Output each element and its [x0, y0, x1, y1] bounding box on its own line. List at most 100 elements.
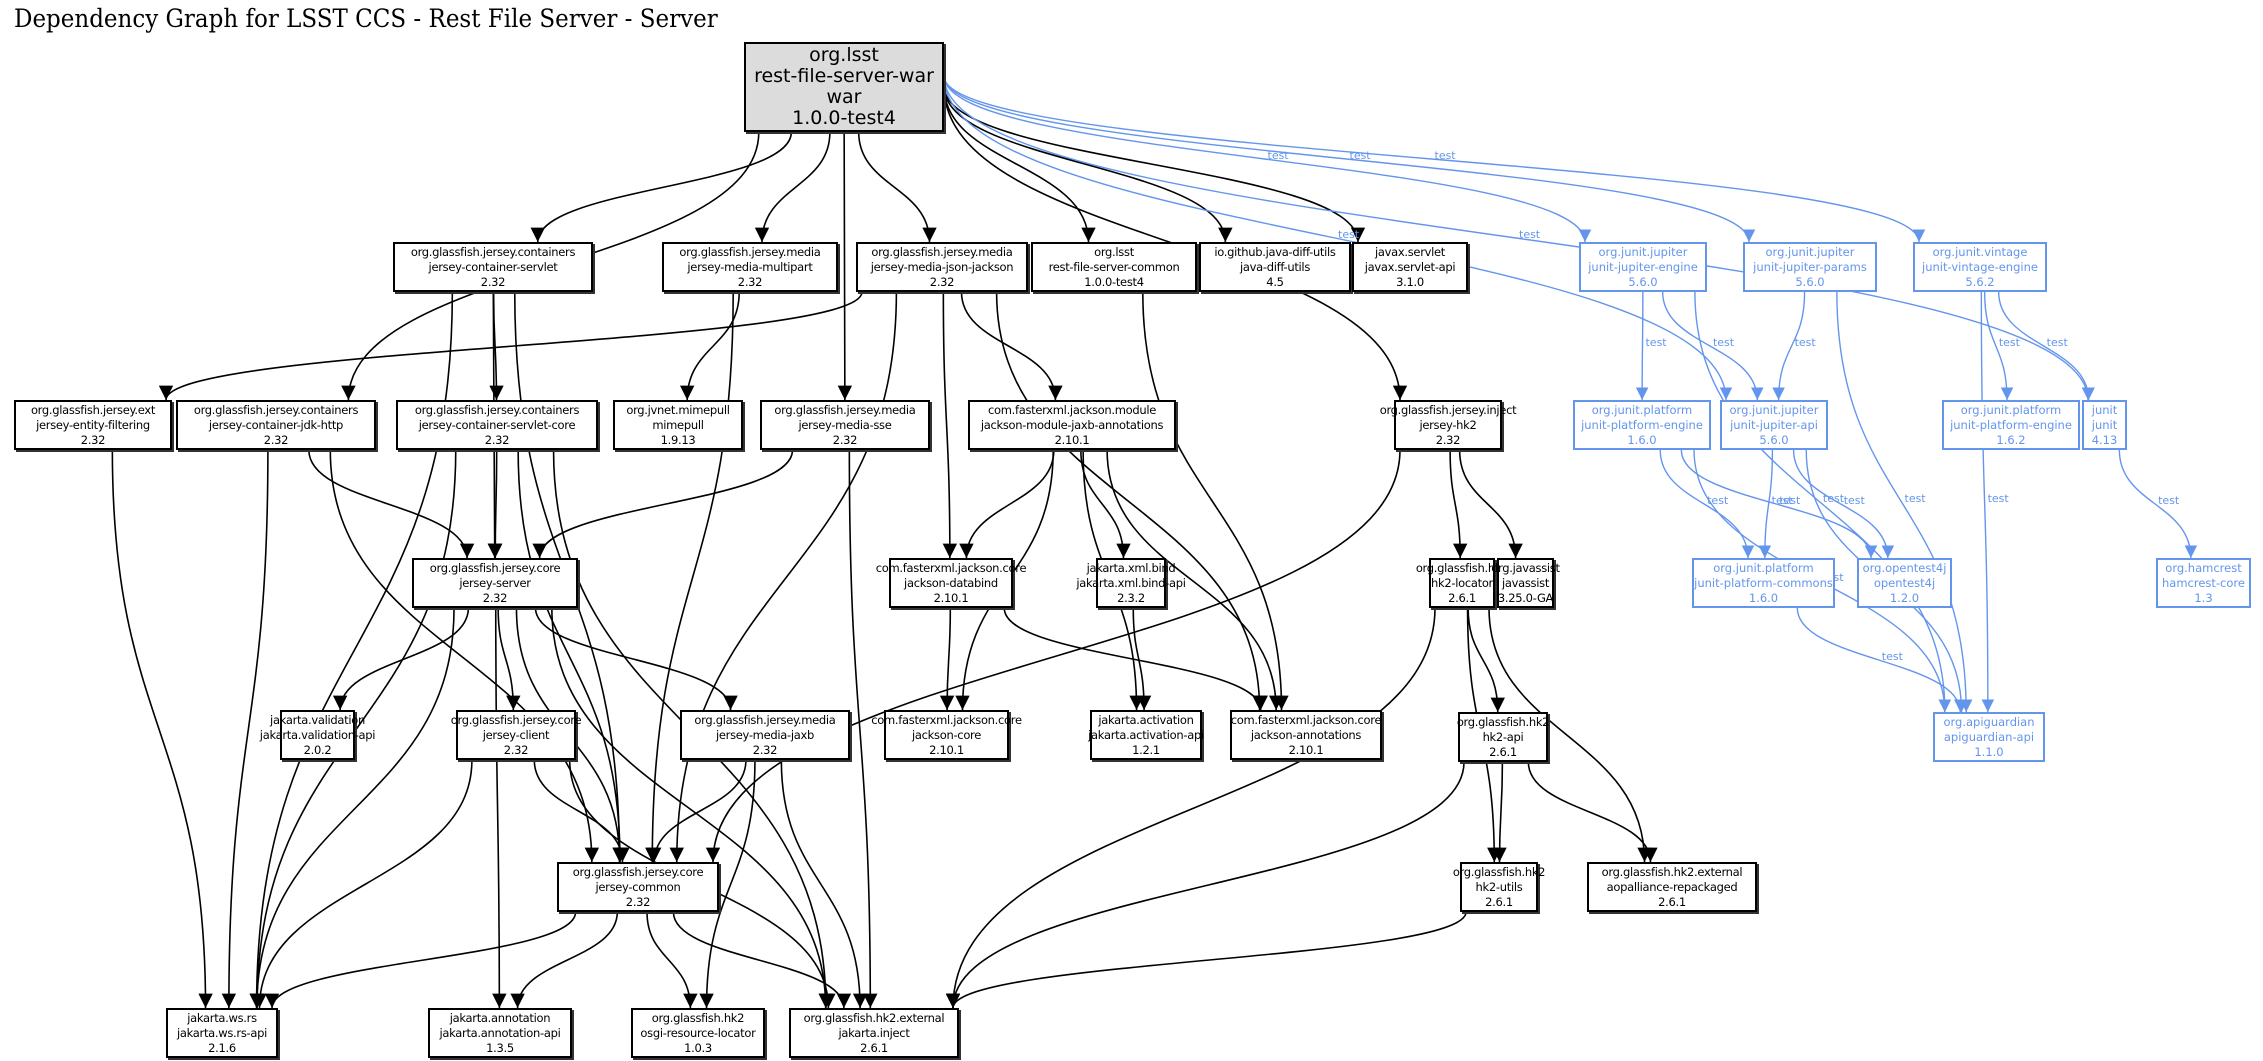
dependency-edge-root-to-servlet	[530, 131, 793, 243]
node-artifact-id: junit-platform-engine	[1950, 417, 2072, 432]
dependency-edge-servletcore-to-server	[488, 449, 503, 559]
dependency-edge-jcommon-to-inject	[672, 911, 852, 1009]
node-artifact-id: hk2-locator	[1431, 575, 1493, 590]
dependency-edge-multipart-to-jcommon	[645, 291, 734, 863]
dependency-edge-hk2api-to-hk2utils	[1492, 761, 1507, 863]
node-artifact-id: junit-jupiter-engine	[1588, 259, 1698, 274]
node-group-id: io.github.java-diff-utils	[1214, 244, 1336, 259]
dependency-edge-server-to-annotation	[492, 607, 507, 1009]
dependency-edge-jup-params-to-jup-api	[1772, 291, 1806, 401]
node-version: 1.6.2	[1996, 432, 2026, 447]
node-artifact-id: jersey-media-json-jackson	[870, 259, 1014, 274]
node-group-id: org.glassfish.jersey.ext	[30, 402, 156, 417]
dependency-edge-root-to-junit	[943, 75, 2095, 401]
node-group-id: org.javassist	[1491, 560, 1560, 575]
node-version: 2.32	[1435, 432, 1461, 447]
node-version: 2.1.6	[208, 1040, 236, 1055]
node-version: 2.32	[929, 274, 955, 289]
dependency-edge-root-to-jup-params	[943, 75, 1756, 243]
node-artifact-id: jackson-module-jaxb-annotations	[980, 417, 1164, 432]
node-group-id: org.glassfish.jersey.containers	[414, 402, 580, 417]
node-version: 2.10.1	[1054, 432, 1090, 447]
node-artifact-id: hk2-api	[1482, 729, 1524, 744]
dependency-edge-entityfilter-to-wsrs	[111, 449, 213, 1009]
node-artifact-id: jackson-annotations	[1250, 727, 1362, 742]
dependency-edge-plat-commons-to-apiguardian	[1796, 607, 1967, 713]
node-version: 1.3	[2194, 590, 2213, 605]
edge-scope-label: test	[2158, 494, 2180, 507]
dependency-edge-jaxbann-to-xmlbind	[1080, 449, 1131, 559]
node-version: 3.1.0	[1396, 274, 1424, 289]
dependency-edge-jdkhttp-to-server	[308, 449, 475, 559]
node-version: 2.32	[484, 432, 510, 447]
node-packaging: war	[826, 86, 862, 108]
node-group-id: jakarta.ws.rs	[187, 1010, 257, 1025]
dependency-edge-hk2api-to-aopalliance	[1527, 761, 1658, 863]
edge-scope-label: test	[1350, 149, 1372, 162]
dependency-edge-jcommon-to-osgi	[646, 911, 698, 1009]
node-group-id: com.fasterxml.jackson.core	[875, 560, 1027, 575]
node-artifact-id: jersey-client	[482, 727, 550, 742]
node-group-id: jakarta.xml.bind	[1086, 560, 1176, 575]
edge-scope-label: test	[1844, 494, 1866, 507]
edge-scope-label: test	[1707, 494, 1729, 507]
node-version: 1.6.0	[1748, 590, 1779, 605]
dependency-edge-root-to-diffutils	[943, 85, 1233, 243]
dependency-edge-jsonjackson-to-jaxbann	[960, 291, 1063, 401]
node-artifact-id: junit-jupiter-api	[1730, 417, 1818, 432]
node-version: 2.10.1	[929, 742, 964, 757]
node-artifact-id: opentest4j	[1873, 575, 1936, 590]
node-version: 2.32	[832, 432, 858, 447]
dependency-edge-hk2locator-to-hk2api	[1467, 607, 1505, 713]
node-group-id: org.junit.jupiter	[1765, 244, 1855, 259]
edge-scope-label: test	[2047, 336, 2069, 349]
edge-scope-label: test	[1905, 492, 1927, 505]
node-artifact-id: jersey-entity-filtering	[36, 417, 150, 432]
